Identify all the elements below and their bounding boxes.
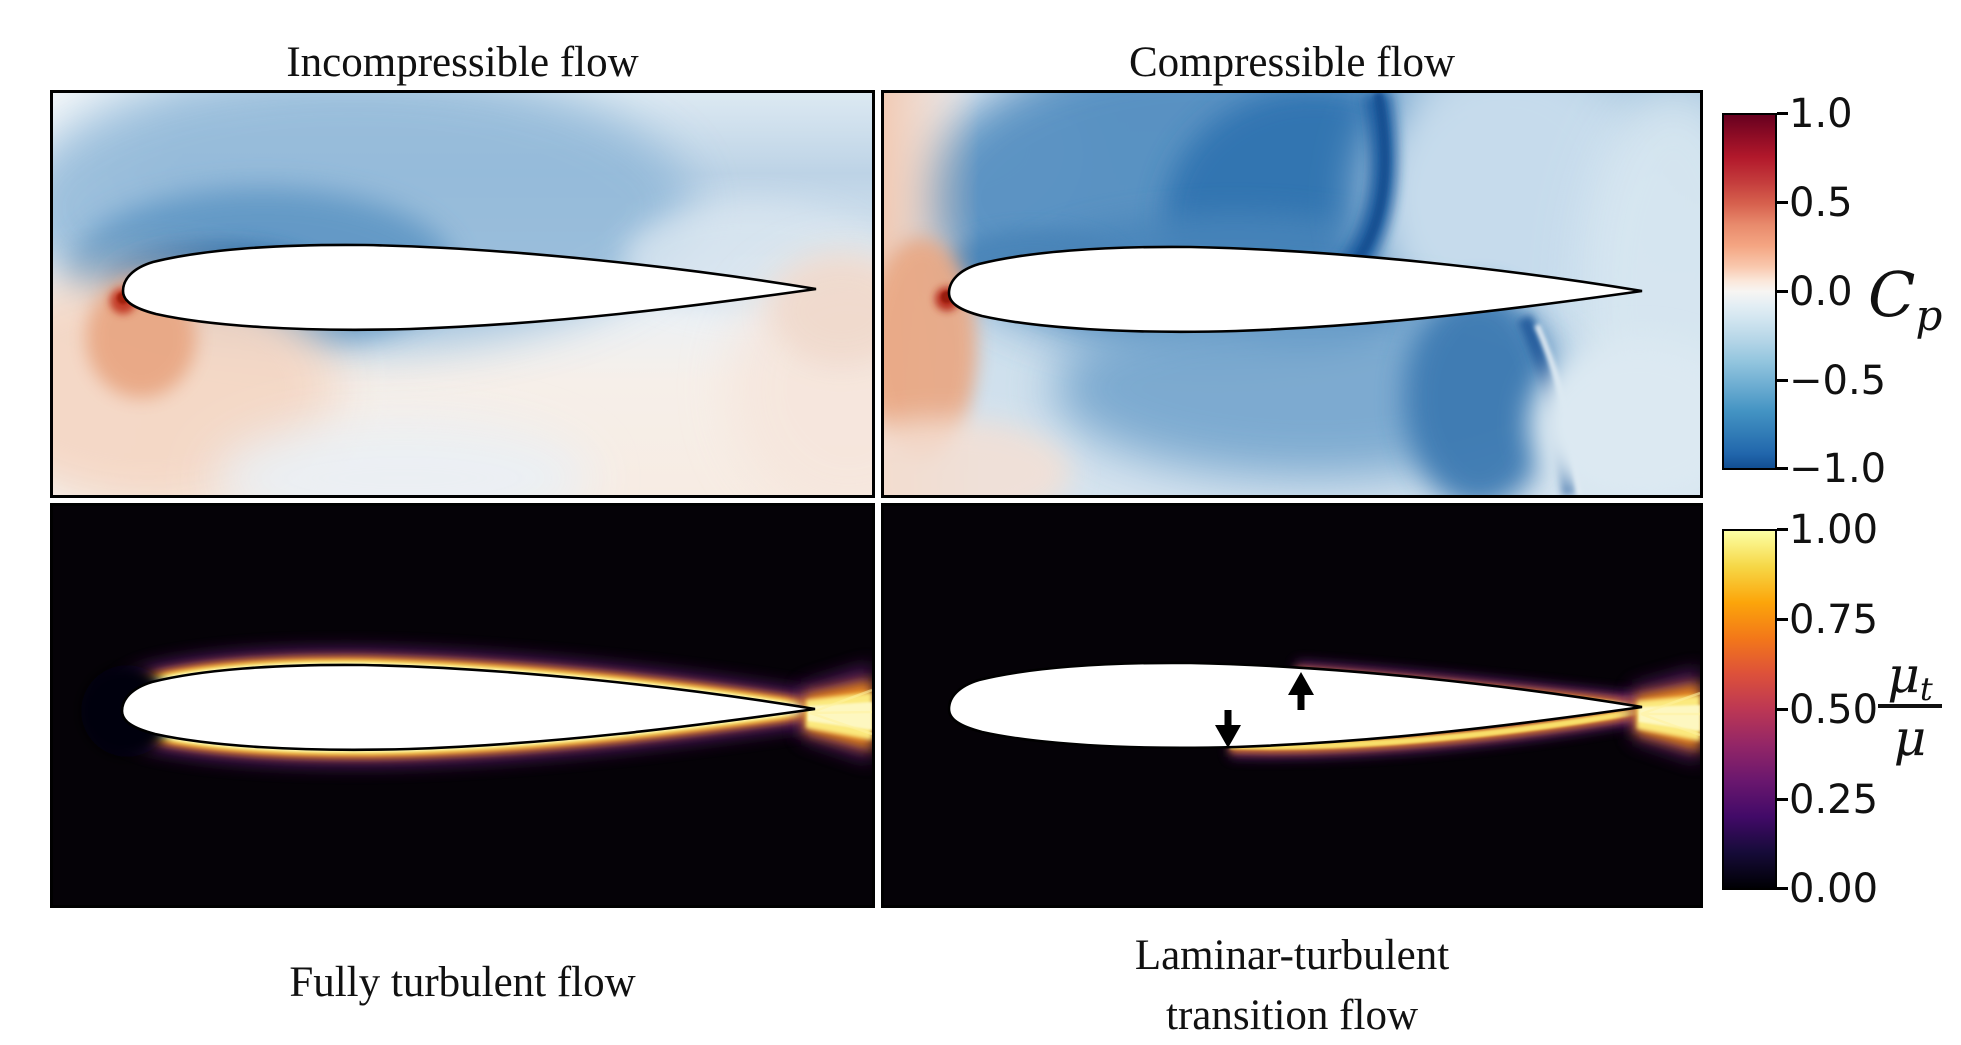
cp-tick-label: 0.0 xyxy=(1789,269,1853,315)
turbulent-wake xyxy=(801,664,872,762)
compressible-cp-heatmap xyxy=(884,93,1700,495)
cp-tick-label: 0.5 xyxy=(1789,180,1853,226)
cp-tick-mark xyxy=(1777,467,1788,470)
incompressible-cp-heatmap xyxy=(53,93,872,495)
colorbar-mu-ratio xyxy=(1722,529,1777,890)
turbulent-wake xyxy=(1632,668,1700,762)
mu-ratio-axis-label: μt μ xyxy=(1872,648,1948,764)
caption-transition-line2: transition flow xyxy=(1166,992,1418,1039)
title-compressible-flow: Compressible flow xyxy=(1128,39,1456,86)
caption-fully-turbulent: Fully turbulent flow xyxy=(289,959,636,1006)
panel-fully-turbulent-field xyxy=(50,503,875,908)
mu-tick-label: 0.75 xyxy=(1789,597,1879,643)
fraction-bar xyxy=(1878,704,1942,708)
mu-tick-label: 0.25 xyxy=(1789,777,1879,823)
transition-heatmap xyxy=(884,506,1700,905)
mu-tick-label: 0.50 xyxy=(1789,687,1879,733)
mu-tick-mark xyxy=(1777,618,1788,621)
panel-incompressible-cp-field xyxy=(50,90,875,498)
cp-axis-label: Cp xyxy=(1868,258,1943,340)
panel-transition-field xyxy=(881,503,1703,908)
mu-tick-label: 0.00 xyxy=(1789,866,1879,912)
cp-tick-label: 1.0 xyxy=(1789,91,1853,137)
cp-tick-label: −1.0 xyxy=(1789,446,1887,492)
colorbar-cp xyxy=(1722,113,1777,470)
caption-transition: Laminar-turbulent transition flow xyxy=(881,926,1703,1045)
title-incompressible-flow: Incompressible flow xyxy=(286,39,639,86)
mu-tick-mark xyxy=(1777,798,1788,801)
cp-tick-mark xyxy=(1777,201,1788,204)
cp-tick-mark xyxy=(1777,112,1788,115)
transition-arrow-up-icon xyxy=(1288,672,1314,710)
mu-tick-mark xyxy=(1777,528,1788,531)
cp-tick-mark xyxy=(1777,379,1788,382)
mu-tick-mark xyxy=(1777,887,1788,890)
mu-tick-label: 1.00 xyxy=(1789,507,1879,553)
panel-compressible-cp-field xyxy=(881,90,1703,498)
transition-arrow-down-icon xyxy=(1215,710,1241,748)
cp-tick-mark xyxy=(1777,290,1788,293)
fully-turbulent-heatmap xyxy=(53,506,872,905)
caption-transition-line1: Laminar-turbulent xyxy=(1134,932,1450,979)
mu-tick-mark xyxy=(1777,708,1788,711)
cp-tick-label: −0.5 xyxy=(1789,358,1887,404)
